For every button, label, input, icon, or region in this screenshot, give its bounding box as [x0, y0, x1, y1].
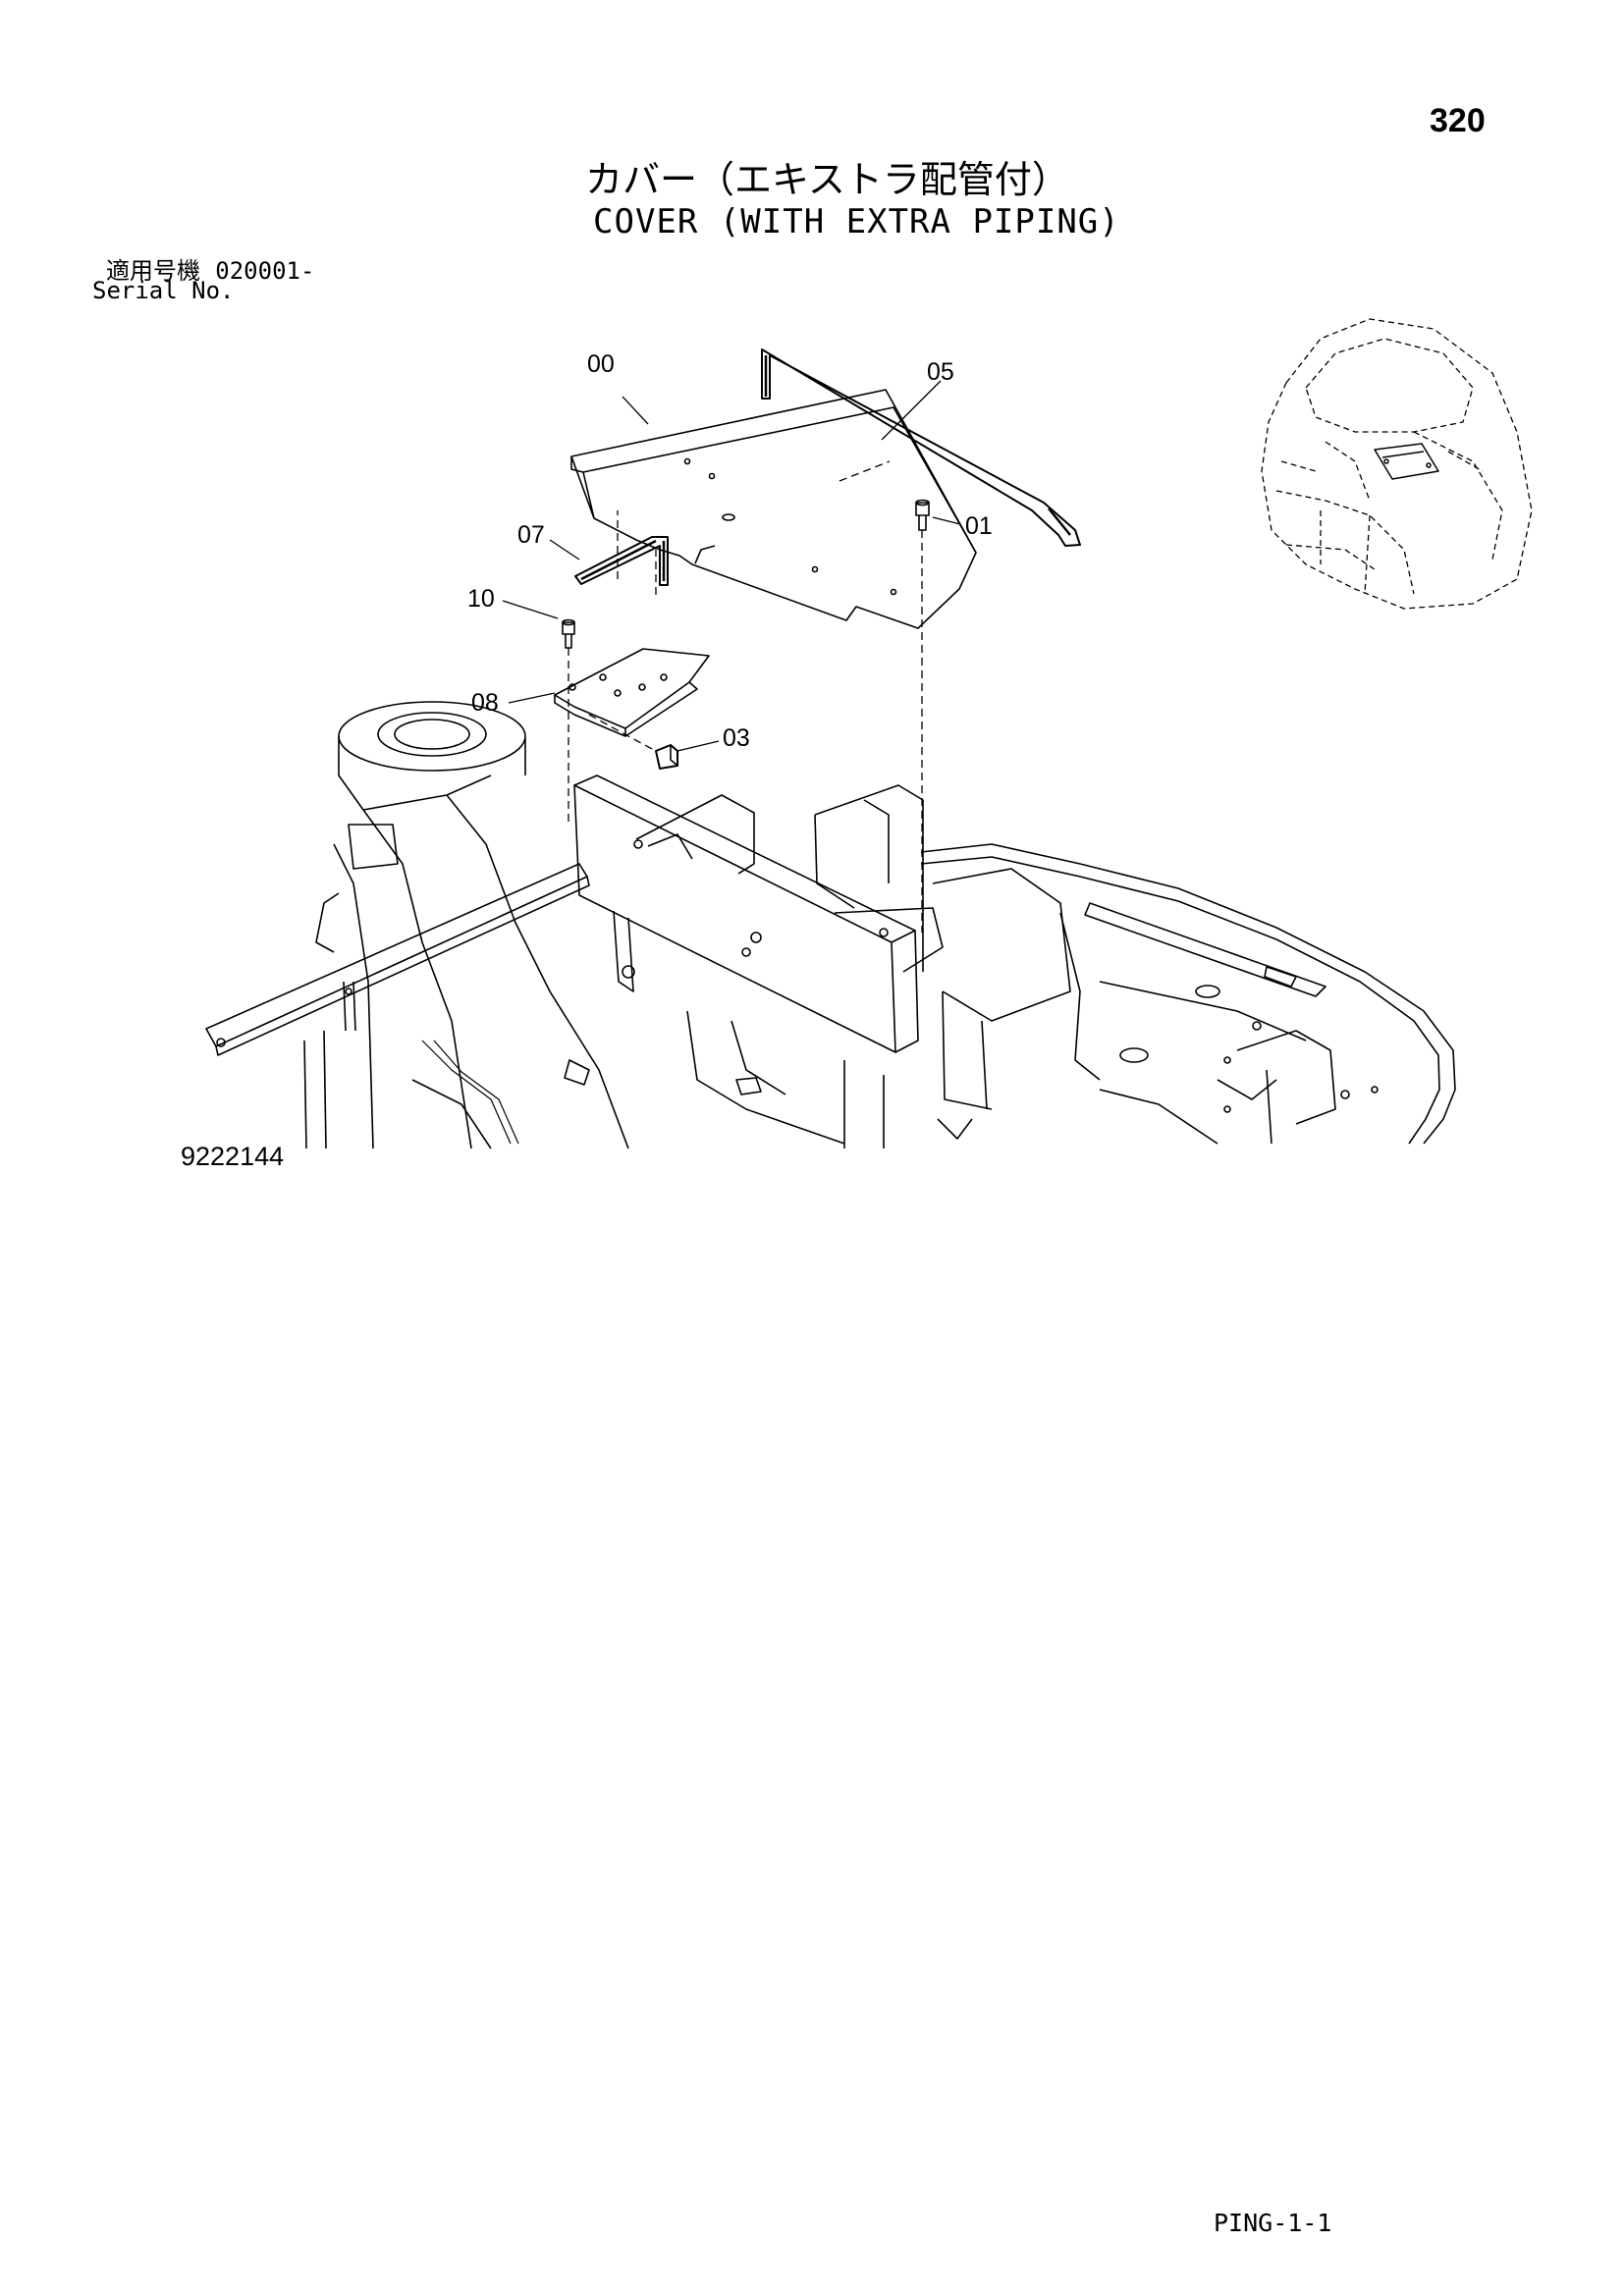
- callout-00: 00: [587, 350, 615, 378]
- inset-highlight-part: [1374, 443, 1439, 480]
- part-00-cover-plate: [570, 389, 977, 629]
- serial-label-english: Serial No.: [92, 277, 235, 304]
- page-title-english: COVER (WITH EXTRA PIPING): [593, 202, 1120, 241]
- page-number: 320: [1430, 102, 1486, 139]
- part-03-cushion: [655, 744, 678, 770]
- part-08-bracket: [554, 648, 710, 737]
- page-title-japanese: カバー（エキストラ配管付）: [585, 158, 1069, 201]
- callout-01: 01: [965, 512, 993, 540]
- part-10-bolt: [562, 618, 575, 649]
- serial-value: 020001-: [215, 257, 315, 285]
- part-01-bolt: [915, 499, 930, 531]
- callout-07: 07: [517, 521, 545, 549]
- callout-10: 10: [467, 585, 495, 613]
- assembly-guide-lines: [568, 460, 923, 933]
- callout-03: 03: [723, 724, 750, 752]
- part-07-short-seal: [574, 536, 669, 586]
- footer-section-code: PING-1-1: [1214, 2209, 1332, 2237]
- callout-05: 05: [927, 358, 954, 386]
- machine-frame: [205, 701, 1456, 1149]
- drawing-number: 9222144: [181, 1142, 285, 1171]
- callout-leaders: [502, 380, 961, 752]
- callout-08: 08: [471, 689, 499, 717]
- serial-line: 適用号機 020001-: [106, 251, 314, 286]
- serial-label-japanese: 適用号機: [106, 257, 200, 285]
- inset-machine-overview: [1261, 318, 1533, 610]
- part-05-long-seal: [761, 348, 1081, 547]
